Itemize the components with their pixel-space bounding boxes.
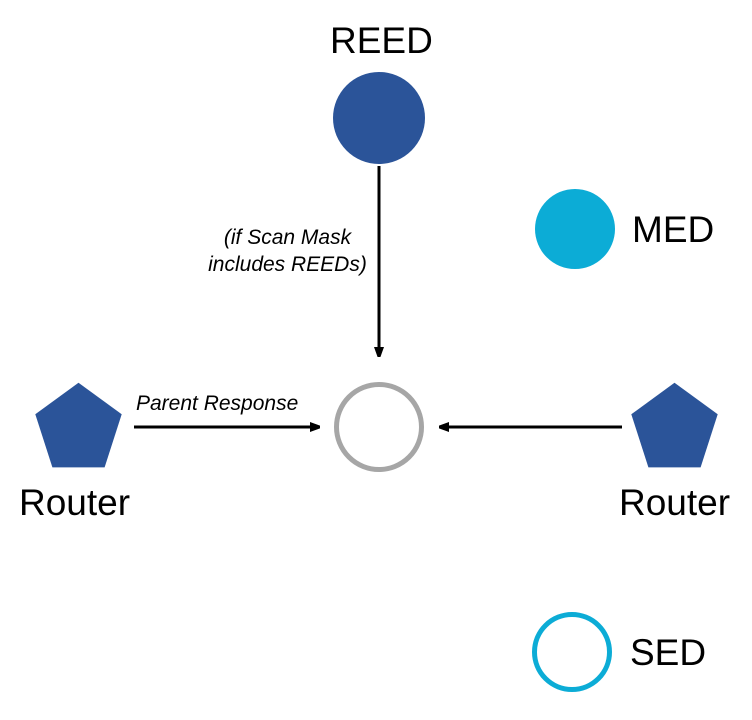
edge-label-scan-mask-line1: (if Scan Mask (223, 226, 352, 249)
node-router-left-label: Router (19, 482, 131, 523)
node-med-label: MED (632, 209, 715, 250)
edge-label-parent-response: Parent Response (136, 392, 299, 415)
pentagon-shape-icon (35, 382, 122, 468)
edge-label-scan-mask-line2: includes REEDs) (208, 253, 367, 277)
pentagon-shape-icon (631, 382, 718, 468)
node-reed-label: REED (330, 20, 433, 61)
node-reed-circle[interactable] (333, 72, 425, 164)
node-router-right-label: Router (619, 482, 731, 523)
edge-label-scan-mask: (if Scan Mask includes REEDs) (200, 224, 375, 279)
node-med-circle[interactable] (535, 189, 615, 269)
node-joining-device-circle[interactable] (334, 382, 424, 472)
node-sed-circle[interactable] (532, 612, 612, 692)
node-router-right-pentagon[interactable] (629, 381, 720, 471)
node-sed-label: SED (630, 632, 707, 673)
node-router-left-pentagon[interactable] (33, 381, 124, 471)
